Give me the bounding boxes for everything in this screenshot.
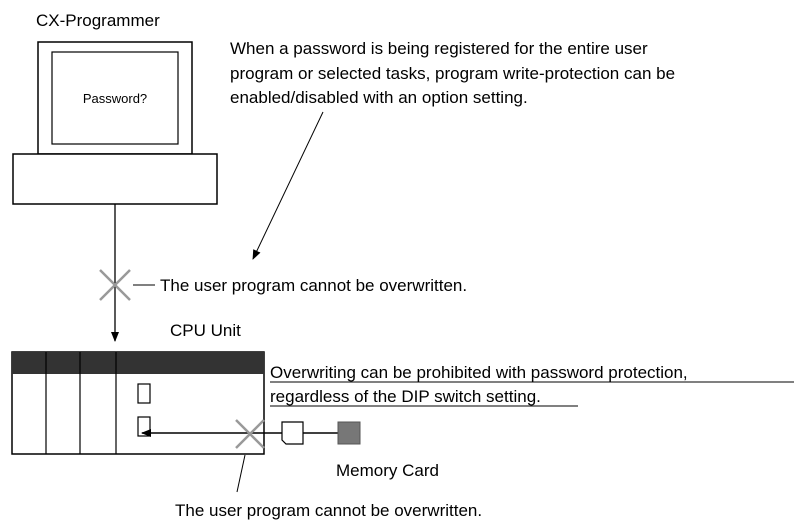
cpu-top-bar [12,352,264,374]
cpu-unit [11,351,265,455]
monitor-screen [51,51,179,145]
blocked-cross-bottom [235,419,265,449]
cannot-overwrite-bottom: The user program cannot be overwritten. [175,501,482,520]
note-line-1: When a password is being registered for … [230,39,648,58]
computer-title: CX-Programmer [36,11,160,30]
card-adapter-icon [281,421,304,445]
computer-icon: Password? [12,41,218,205]
note-pointer-arrow [252,111,324,260]
blocked-cross-top [99,269,131,301]
dip-switch [137,383,151,404]
protection-line-1: Overwriting can be prohibited with passw… [270,363,688,382]
memory-card-label: Memory Card [336,461,439,480]
screen-prompt: Password? [83,91,147,106]
cpu-title: CPU Unit [170,321,241,340]
protection-line-2: regardless of the DIP switch setting. [270,387,541,406]
note-line-2: program or selected tasks, program write… [230,64,675,83]
computer-base [12,153,218,205]
memory-card-icon [337,421,361,445]
note-line-3: enabled/disabled with an option setting. [230,88,528,107]
bottom-callout-line [236,454,246,493]
cannot-overwrite-top: The user program cannot be overwritten. [160,276,467,295]
